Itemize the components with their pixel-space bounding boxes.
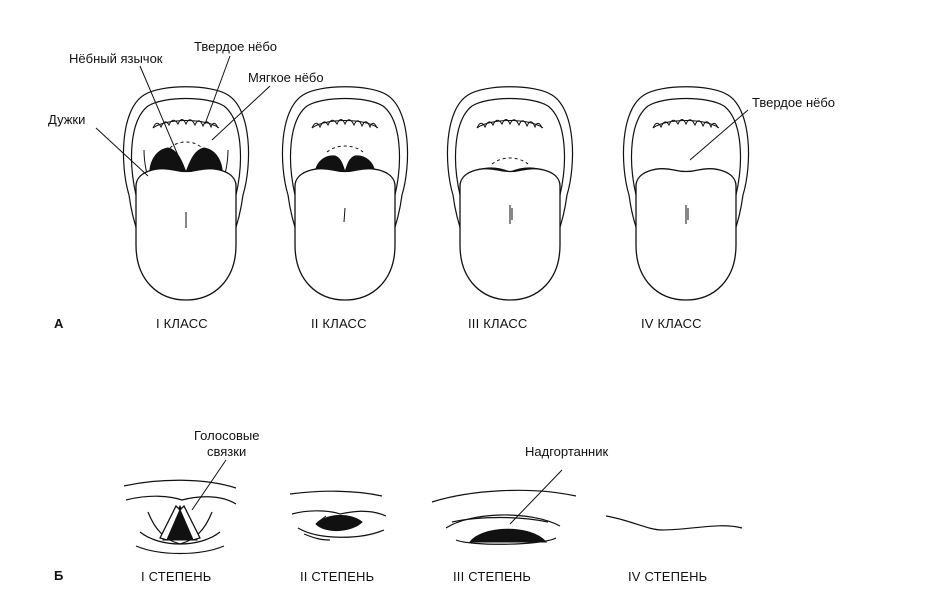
caption-class-4: IV КЛАСС — [641, 316, 702, 331]
caption-class-2: II КЛАСС — [311, 316, 367, 331]
caption-grade-3: III СТЕПЕНЬ — [453, 569, 531, 584]
caption-class-3: III КЛАСС — [468, 316, 528, 331]
caption-class-1: I КЛАСС — [156, 316, 208, 331]
caption-grade-1: I СТЕПЕНЬ — [141, 569, 212, 584]
leader-nadgortannik — [509, 469, 563, 525]
label-tverdoe-nebo-1: Твердое нёбо — [194, 39, 277, 54]
caption-grade-2: II СТЕПЕНЬ — [300, 569, 374, 584]
label-duzhki: Дужки — [48, 112, 85, 127]
mallampati-class-1-drawing — [122, 86, 250, 301]
label-tverdoe-nebo-4: Твердое нёбо — [752, 95, 835, 110]
cormack-lehane-grade-1-drawing — [123, 479, 237, 555]
cormack-lehane-grade-4-drawing — [605, 515, 743, 531]
cormack-lehane-grade-2-drawing — [289, 490, 387, 541]
mallampati-class-3-drawing — [446, 86, 574, 301]
caption-grade-4: IV СТЕПЕНЬ — [628, 569, 707, 584]
label-nebny-yazychok: Нёбный язычок — [69, 51, 163, 66]
leader-myagkoe-nebo — [211, 85, 271, 141]
mallampati-class-4-drawing — [622, 86, 750, 301]
label-nadgortannik: Надгортанник — [525, 444, 608, 459]
leader-golosovye-svyazki — [191, 459, 227, 511]
label-golosovye-line1: Голосовые — [194, 428, 259, 443]
leader-duzhki — [95, 127, 149, 177]
section-b-letter: Б — [54, 568, 63, 583]
section-a-letter: А — [54, 316, 64, 331]
mallampati-class-2-drawing — [281, 86, 409, 301]
label-golosovye-line2: связки — [207, 444, 246, 459]
leader-nebny-yazychok — [139, 65, 181, 161]
leader-tverdoe-nebo-1 — [204, 55, 231, 125]
label-myagkoe-nebo: Мягкое нёбо — [248, 70, 324, 85]
cormack-lehane-grade-3-drawing — [431, 489, 577, 545]
leader-tverdoe-nebo-4 — [689, 109, 749, 161]
